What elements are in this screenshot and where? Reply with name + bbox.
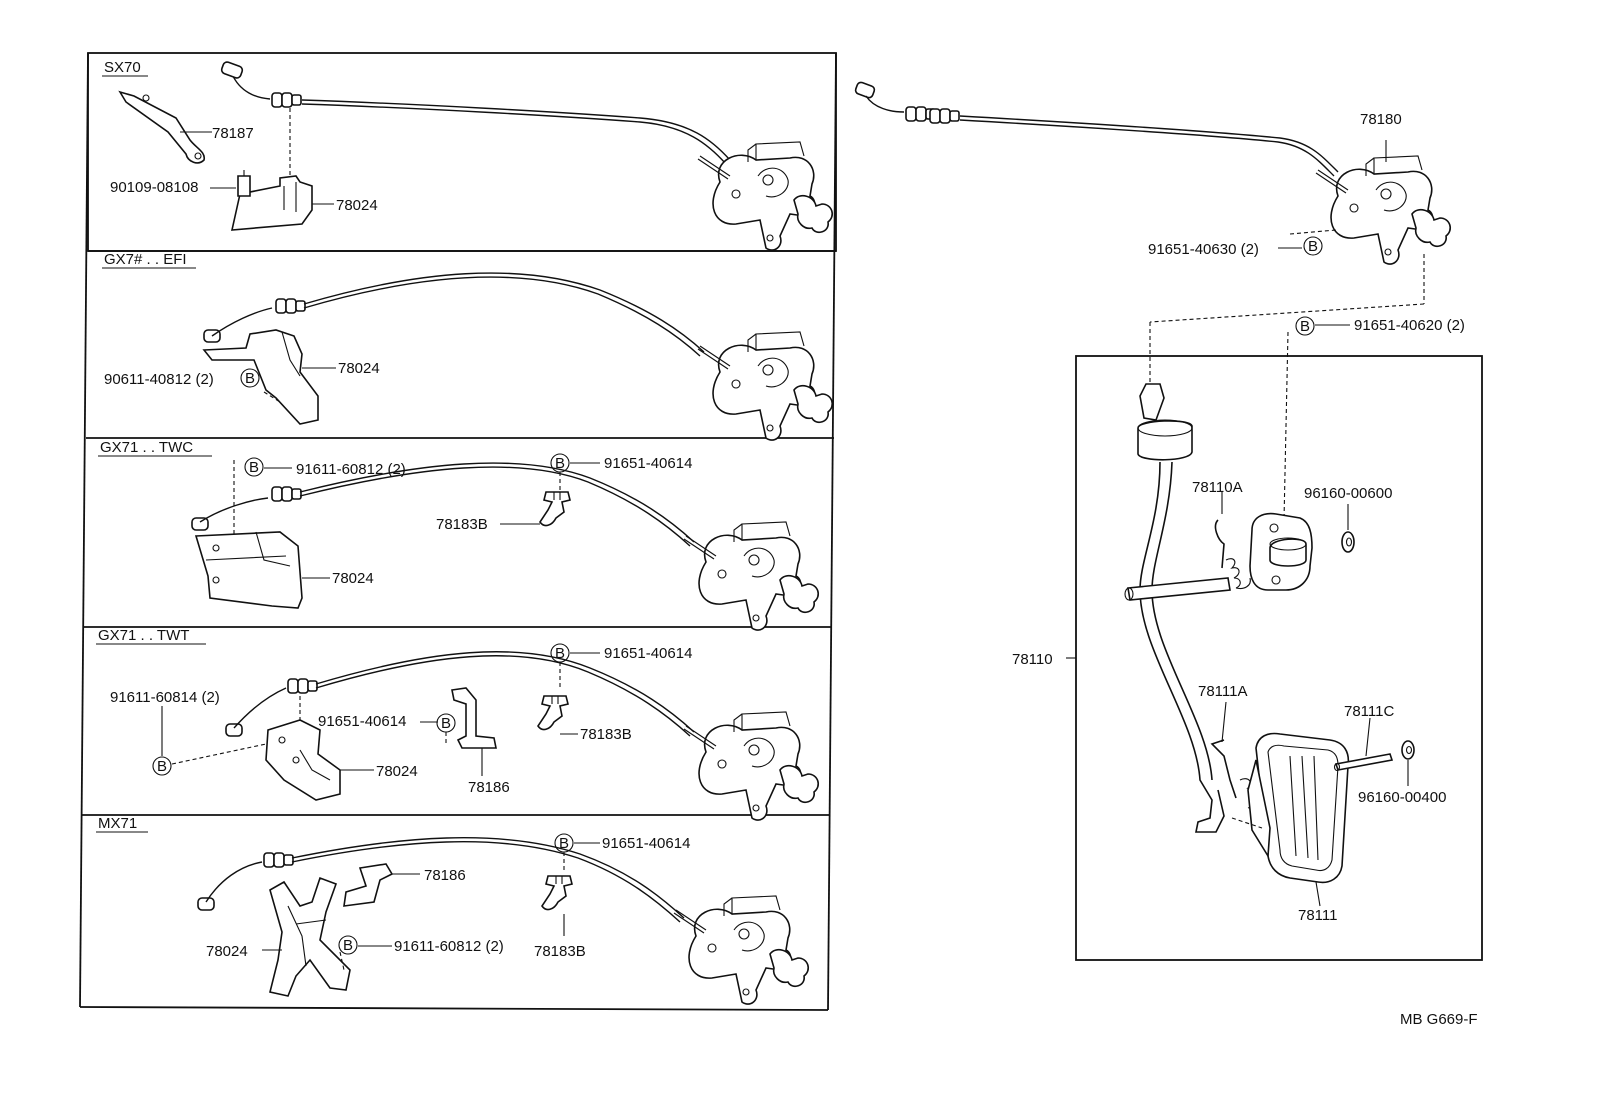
label-78110a: 78110A bbox=[1192, 479, 1243, 496]
panel-gx7-efi: GX7# . . EFI 78024 90611-40812 (2) B bbox=[102, 251, 834, 441]
label-91651-40614-mx71: 91651-40614 bbox=[602, 835, 690, 852]
panel-title-gx7-efi: GX7# . . EFI bbox=[104, 251, 187, 268]
panel-title-gx71-twt: GX71 . . TWT bbox=[98, 627, 189, 644]
label-78183b-twt: 78183B bbox=[580, 726, 632, 743]
left-panel-frames bbox=[79, 52, 837, 1011]
label-91651-40630: 91651-40630 (2) bbox=[1148, 241, 1259, 258]
label-91651-40614-twc: 91651-40614 bbox=[604, 455, 692, 472]
label-78186-twt: 78186 bbox=[468, 779, 510, 796]
label-96160-00400: 96160-00400 bbox=[1358, 789, 1446, 806]
label-91611-60812: 91611-60812 (2) bbox=[296, 461, 406, 478]
label-78110: 78110 bbox=[1012, 651, 1053, 668]
label-78180: 78180 bbox=[1360, 111, 1402, 128]
bolt-marker: B bbox=[441, 715, 451, 732]
label-78183b-mx71: 78183B bbox=[534, 943, 586, 960]
label-78024-twt: 78024 bbox=[376, 763, 418, 780]
label-78111: 78111 bbox=[1298, 907, 1338, 924]
bolt-marker: B bbox=[1300, 318, 1310, 335]
panel-title-sx70: SX70 bbox=[104, 59, 141, 76]
bolt-marker: B bbox=[1308, 238, 1318, 255]
bolt-marker: B bbox=[157, 758, 167, 775]
label-91651-40614-twt-b: 91651-40614 bbox=[604, 645, 692, 662]
panel-title-mx71: MX71 bbox=[98, 815, 137, 832]
label-78024-mx71: 78024 bbox=[206, 943, 248, 960]
label-78186-mx71: 78186 bbox=[424, 867, 466, 884]
pedal-assembly: 78110 B 91651-40620 (2) 78110A 96160-006… bbox=[1012, 316, 1483, 961]
label-91611-60812-mx71: 91611-60812 (2) bbox=[394, 938, 504, 955]
label-78187: 78187 bbox=[212, 125, 254, 142]
bolt-marker: B bbox=[245, 370, 255, 387]
label-96160-00600: 96160-00600 bbox=[1304, 485, 1392, 502]
panel-gx71-twt: GX71 . . TWT 91611-60814 (2) B 78024 916… bbox=[96, 627, 820, 821]
label-78024: 78024 bbox=[336, 197, 378, 214]
label-78024-efi: 78024 bbox=[338, 360, 380, 377]
label-90109-08108: 90109-08108 bbox=[110, 179, 198, 196]
label-91651-40614-twt-a: 91651-40614 bbox=[318, 713, 406, 730]
bolt-marker: B bbox=[343, 937, 353, 954]
main-cable-assembly: 78180 B 91651-40630 (2) bbox=[854, 81, 1452, 384]
label-91611-60814: 91611-60814 (2) bbox=[110, 689, 220, 706]
label-91651-40620: 91651-40620 (2) bbox=[1354, 317, 1465, 334]
panel-mx71: MX71 B 91651-40614 78183B 78186 78024 B … bbox=[96, 815, 810, 1005]
label-78183b-twc: 78183B bbox=[436, 516, 488, 533]
panel-sx70: SX70 78187 90109-08108 78024 bbox=[102, 59, 834, 251]
bolt-marker: B bbox=[249, 459, 259, 476]
bolt-marker: B bbox=[559, 835, 569, 852]
label-78111a: 78111A bbox=[1198, 683, 1248, 700]
bolt-marker: B bbox=[555, 645, 565, 662]
panel-title-gx71-twc: GX71 . . TWC bbox=[100, 439, 193, 456]
label-90611-40812: 90611-40812 (2) bbox=[104, 371, 214, 388]
diagram-code: MB G669-F bbox=[1400, 1011, 1478, 1028]
panel-gx71-twc: GX71 . . TWC B 91611-60812 (2) B 91651-4… bbox=[98, 439, 820, 631]
bolt-marker: B bbox=[555, 455, 565, 472]
label-78024-twc: 78024 bbox=[332, 570, 374, 587]
label-78111c: 78111C bbox=[1344, 703, 1394, 720]
